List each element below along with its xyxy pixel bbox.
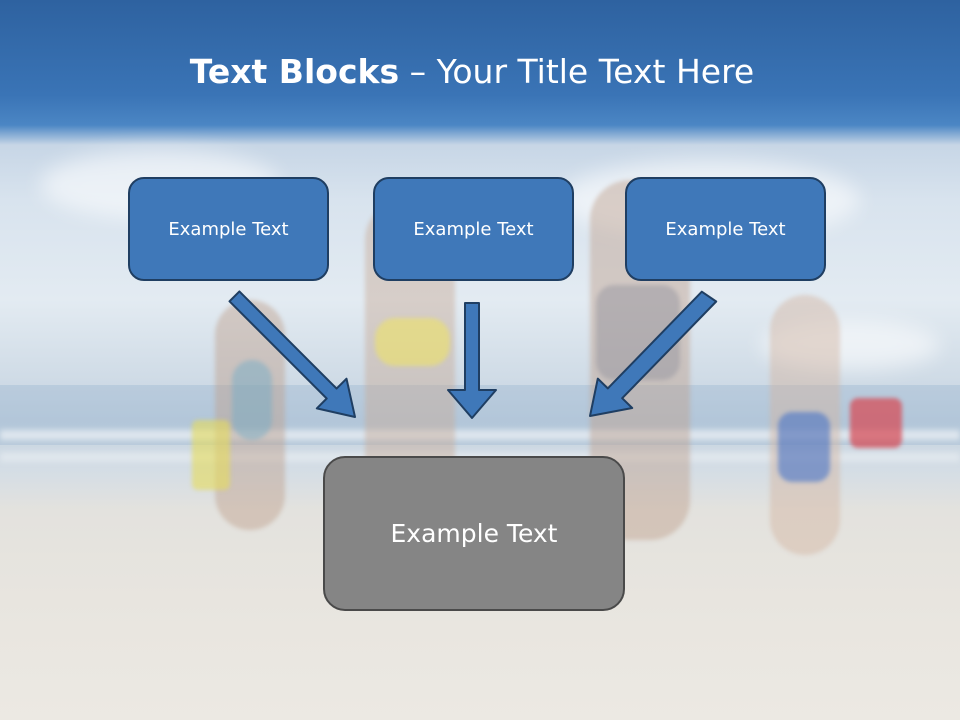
title-bar: Text Blocks – Your Title Text Here bbox=[0, 0, 960, 140]
arrow-right-diagonal bbox=[589, 290, 718, 417]
result-block[interactable]: Example Text bbox=[323, 456, 625, 611]
red-bucket bbox=[850, 398, 902, 448]
text-block-1-label: Example Text bbox=[168, 218, 289, 240]
text-block-2-label: Example Text bbox=[413, 218, 534, 240]
text-block-2[interactable]: Example Text bbox=[373, 177, 574, 281]
cloud bbox=[760, 320, 940, 370]
arrow-center-down bbox=[447, 302, 497, 419]
text-block-1[interactable]: Example Text bbox=[128, 177, 329, 281]
text-block-3-label: Example Text bbox=[665, 218, 786, 240]
title-bold: Text Blocks bbox=[189, 52, 400, 91]
slide-title: Text Blocks – Your Title Text Here bbox=[0, 52, 944, 91]
yellow-swimsuit bbox=[375, 318, 450, 366]
arrow-left-diagonal bbox=[228, 290, 356, 418]
yellow-bucket bbox=[192, 420, 230, 490]
title-rest: Your Title Text Here bbox=[436, 52, 755, 91]
text-block-3[interactable]: Example Text bbox=[625, 177, 826, 281]
title-separator: – bbox=[399, 52, 437, 91]
result-block-label: Example Text bbox=[390, 519, 558, 548]
blue-shorts bbox=[778, 412, 830, 482]
sea-foam bbox=[0, 430, 960, 440]
swimsuit bbox=[232, 360, 272, 440]
